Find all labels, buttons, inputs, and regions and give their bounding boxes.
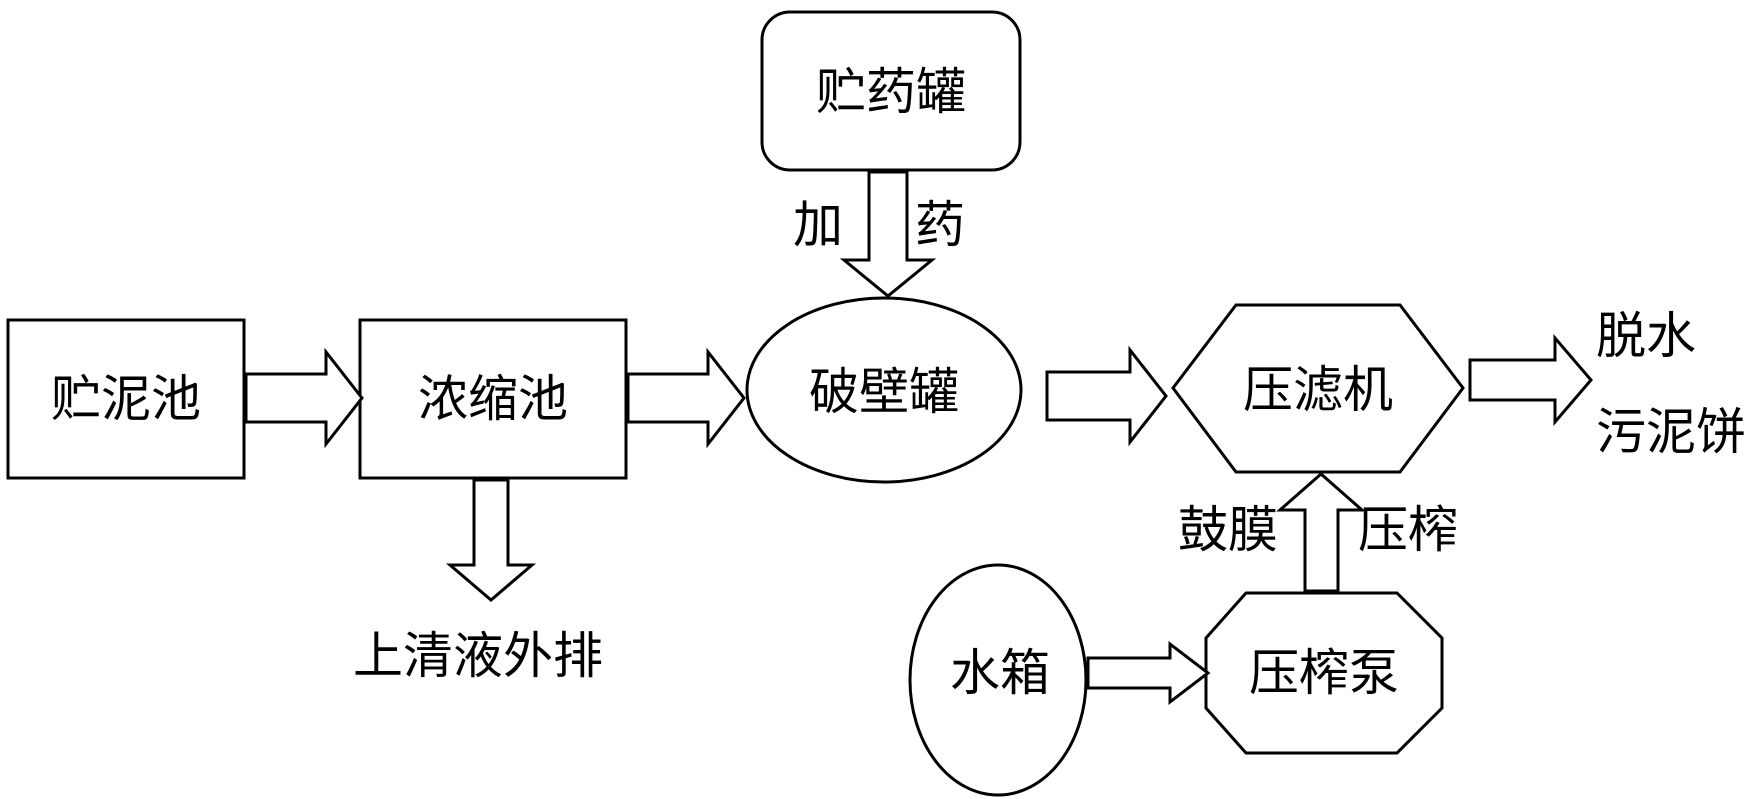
arrow-sludge-to-thickener bbox=[244, 347, 364, 449]
chem-tank-label: 贮药罐 bbox=[816, 63, 966, 121]
arrow-water-to-pump bbox=[1086, 640, 1211, 706]
thickener-label: 浓缩池 bbox=[418, 370, 568, 428]
water-tank-label: 水箱 bbox=[950, 644, 1050, 702]
sludge-tank-label: 贮泥池 bbox=[51, 370, 201, 428]
press-pump-octagon bbox=[1204, 591, 1444, 755]
press-pump-label: 压榨泵 bbox=[1249, 644, 1399, 702]
arrow-chem-dosing bbox=[839, 170, 937, 298]
dosing-right-label: 药 bbox=[915, 196, 965, 254]
filter-press-hexagon bbox=[1171, 303, 1465, 474]
chem-tank-box bbox=[760, 10, 1022, 172]
thickener-box bbox=[358, 318, 628, 480]
output-line1-label: 脱水 bbox=[1596, 307, 1696, 365]
arrow-thickener-to-breaker bbox=[626, 347, 746, 449]
arrow-supernatant-out bbox=[445, 478, 537, 602]
breaker-tank-label: 破壁罐 bbox=[809, 363, 959, 421]
filter-press-label: 压滤机 bbox=[1243, 361, 1393, 419]
arrow-breaker-to-press bbox=[1045, 345, 1168, 447]
arrow-press-output bbox=[1468, 333, 1593, 427]
supernatant-label: 上清液外排 bbox=[353, 627, 603, 685]
dosing-left-label: 加 bbox=[793, 196, 843, 254]
breaker-tank-ellipse bbox=[745, 296, 1023, 484]
water-tank-ellipse bbox=[908, 563, 1088, 797]
arrow-pump-to-press bbox=[1276, 472, 1366, 593]
output-line2-label: 污泥饼 bbox=[1596, 403, 1746, 461]
sludge-tank-box bbox=[6, 318, 246, 480]
squeeze-label: 压榨 bbox=[1358, 501, 1458, 559]
diaphragm-label: 鼓膜 bbox=[1178, 501, 1278, 559]
